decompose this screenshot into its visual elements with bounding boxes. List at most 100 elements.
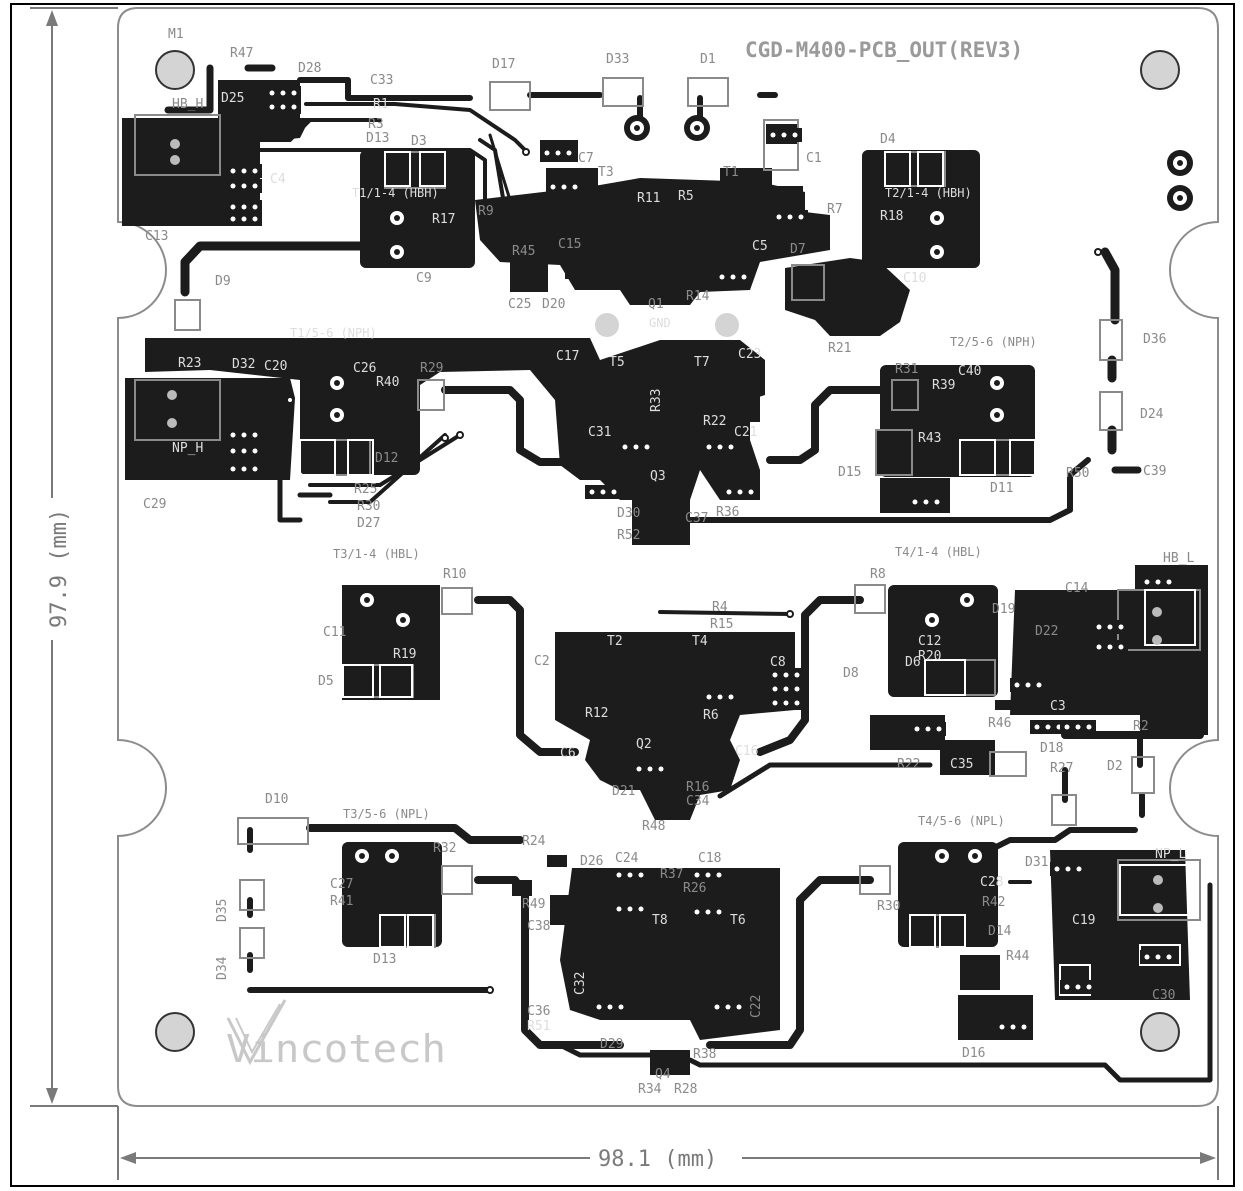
ref-T3: T3 (598, 165, 614, 180)
mounting-hole-bottom-right (1140, 1012, 1180, 1052)
ref-R44: R44 (1006, 949, 1030, 964)
ref-T6: T6 (730, 913, 746, 928)
ref-D27: D27 (357, 516, 380, 531)
ref-R19: R19 (393, 647, 416, 662)
ref-R4: R4 (712, 600, 728, 615)
ref-C18: C18 (698, 851, 721, 866)
small-via-rings (286, 148, 1102, 994)
ref-C24: C24 (615, 851, 639, 866)
ref-C6: C6 (560, 746, 576, 761)
ref-C27: C27 (330, 877, 353, 892)
ref-R6: R6 (703, 708, 719, 723)
ref-R30a: R30 (357, 499, 380, 514)
mounting-hole-bottom-left (155, 1012, 195, 1052)
ref-Q3: Q3 (650, 469, 666, 484)
ref-D13a: D13 (366, 131, 389, 146)
ref-D16: D16 (962, 1046, 985, 1061)
small-vias (167, 139, 1163, 913)
dimension-height-label: 97.9 (mm) (47, 509, 72, 628)
ref-R37: R37 (660, 867, 683, 882)
ref-R34: R34 (638, 1082, 662, 1097)
copper-traces (143, 64, 1213, 1083)
ref-R18: R18 (880, 209, 903, 224)
figure-frame (10, 3, 1235, 1187)
ref-R29: R29 (420, 361, 443, 376)
ref-R9: R9 (478, 204, 494, 219)
ref-R33: R33 (649, 389, 664, 412)
board-title: CGD-M400-PCB_OUT(REV3) (745, 38, 1023, 62)
ref-D10: D10 (265, 792, 288, 807)
ref-C26: C26 (353, 361, 376, 376)
ref-R3: R3 (368, 117, 384, 132)
ref-Q2: Q2 (636, 737, 652, 752)
ref-C19: C19 (1072, 913, 1095, 928)
connector-label-np-l: NP_L (1155, 847, 1186, 862)
connector-label-hb-h: HB_H (172, 97, 203, 112)
ref-C15: C15 (558, 237, 581, 252)
ref-C2: C2 (534, 654, 550, 669)
ref-D9: D9 (215, 274, 231, 289)
ref-R1: R1 (373, 97, 389, 112)
ref-D6: D6 (905, 655, 921, 670)
ref-R28: R28 (674, 1082, 697, 1097)
ref-C29: C29 (143, 497, 166, 512)
ref-C12: C12 (918, 634, 941, 649)
section-label-t4-npl: T4/5-6 (NPL) (918, 814, 1005, 828)
ref-R25: R25 (354, 482, 377, 497)
section-label-t2-nph: T2/5-6 (NPH) (950, 335, 1037, 349)
mounting-hole-top-right (1140, 50, 1180, 90)
ref-D36: D36 (1143, 332, 1166, 347)
ref-C34: C34 (686, 794, 710, 809)
ref-R10: R10 (443, 567, 466, 582)
ref-R42: R42 (982, 895, 1005, 910)
ref-D1: D1 (700, 52, 716, 67)
ref-C3: C3 (1050, 699, 1066, 714)
vincotech-logo: Vincotech (226, 999, 446, 1071)
ref-D22: D22 (1035, 624, 1058, 639)
ref-R39: R39 (932, 378, 955, 393)
ref-Q4: Q4 (655, 1067, 671, 1082)
gnd-pad-left (595, 313, 619, 337)
ref-C20: C20 (264, 359, 287, 374)
ref-M1: M1 (168, 27, 184, 42)
ref-D33: D33 (606, 52, 629, 67)
ref-C25: C25 (508, 297, 531, 312)
ref-R41: R41 (330, 894, 353, 909)
ref-R48: R48 (642, 819, 665, 834)
ref-R12: R12 (585, 706, 608, 721)
ref-R22a: R22 (703, 414, 726, 429)
ref-C17: C17 (556, 349, 579, 364)
ref-D35: D35 (215, 899, 230, 922)
ref-C33: C33 (370, 73, 393, 88)
ref-D19: D19 (992, 602, 1015, 617)
ref-T1: T1 (723, 165, 739, 180)
ref-C4: C4 (270, 172, 286, 187)
ref-D28: D28 (298, 61, 321, 76)
ref-R26: R26 (683, 881, 706, 896)
ref-C16: C16 (735, 744, 758, 759)
ref-R52: R52 (617, 528, 640, 543)
ref-C39: C39 (1143, 464, 1166, 479)
ref-C5: C5 (752, 239, 768, 254)
ref-T5: T5 (609, 355, 625, 370)
ref-Q1: Q1 (648, 297, 664, 312)
ref-R36: R36 (716, 505, 739, 520)
ref-D31: D31 (1025, 855, 1048, 870)
ref-R22b: R22 (897, 757, 920, 772)
ref-C21: C21 (734, 425, 757, 440)
ref-C8: C8 (770, 655, 786, 670)
ref-D2: D2 (1107, 759, 1123, 774)
ref-R24: R24 (522, 834, 546, 849)
ref-R51: R51 (527, 1019, 550, 1034)
ref-D34: D34 (215, 956, 230, 980)
dimension-vertical (30, 7, 118, 1107)
ref-R40: R40 (376, 375, 399, 390)
ref-D25: D25 (221, 91, 244, 106)
ref-R30b: R30 (877, 899, 900, 914)
ref-D3: D3 (411, 134, 427, 149)
ref-D11: D11 (990, 481, 1013, 496)
ref-D7: D7 (790, 242, 806, 257)
section-labels: T1/1-4 (HBH) T2/1-4 (HBH) T1/5-6 (NPH) T… (172, 97, 1194, 862)
ref-T8: T8 (652, 913, 668, 928)
ref-R21: R21 (828, 341, 851, 356)
